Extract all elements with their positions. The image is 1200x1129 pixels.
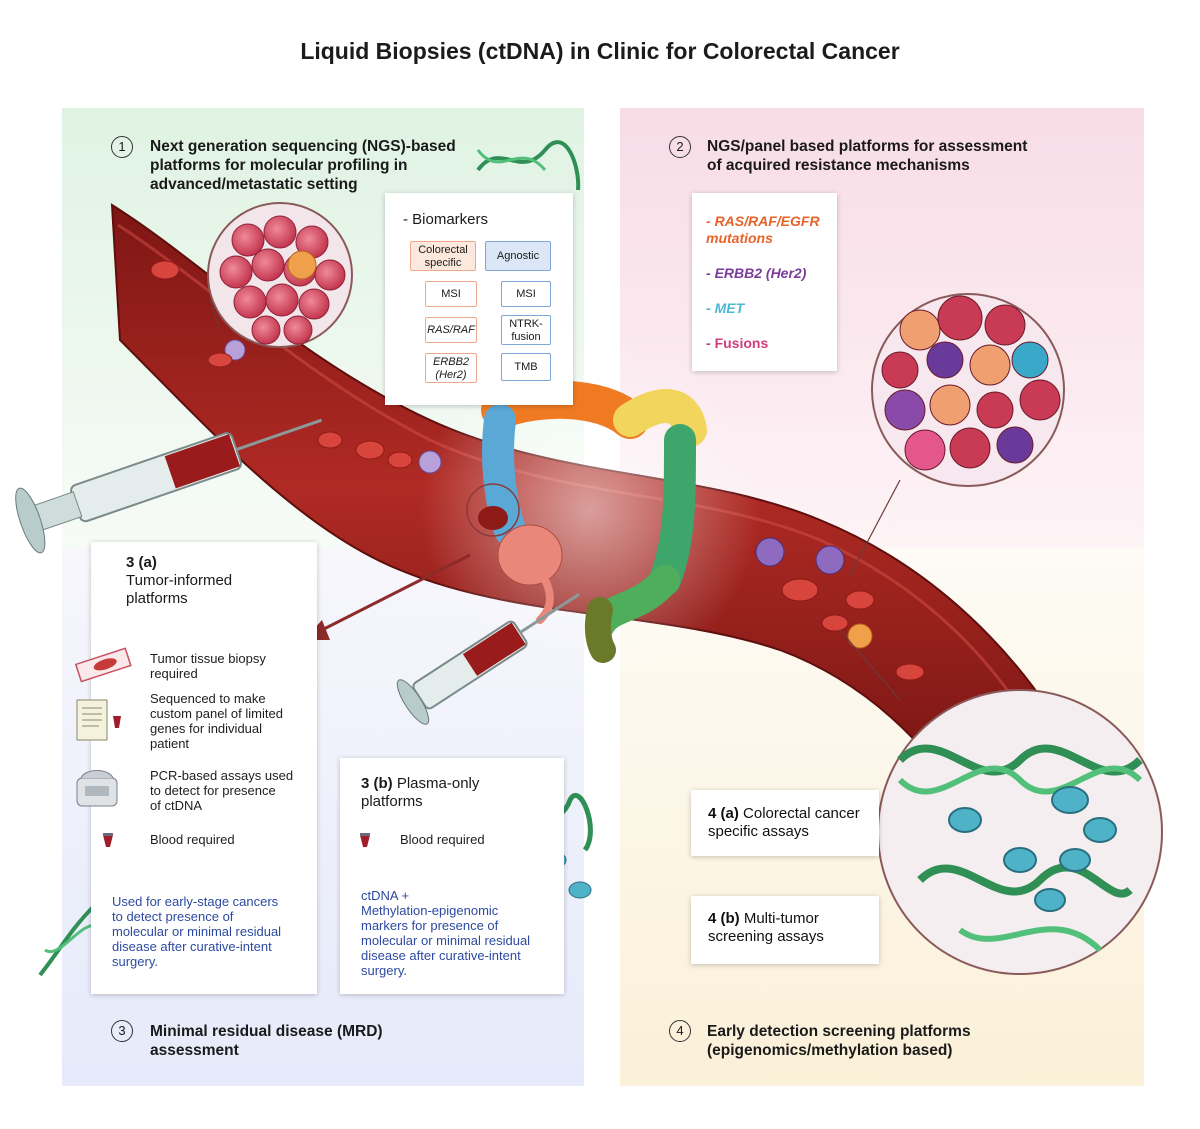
colorectal-ras-raf: RAS/RAF: [425, 317, 477, 343]
syringe-middle: [396, 592, 580, 725]
tumor-magnifier-right: [849, 293, 1065, 576]
assay-4a-text: 4 (a) Colorectal cancer specific assays: [708, 805, 860, 840]
agnostic-ntrk-fusion: NTRK-fusion: [501, 315, 551, 345]
agnostic-header: Agnostic: [485, 241, 551, 271]
agnostic-tmb: TMB: [501, 353, 551, 381]
plasma-blood-text: Blood required: [400, 832, 485, 847]
plasma-only-card: 3 (b) Plasma-only platforms Blood requir…: [340, 758, 564, 994]
panel-2-heading: NGS/panel based platforms for assessment…: [707, 138, 1028, 174]
syringe-left: [15, 418, 322, 554]
colorectal-erbb2: ERBB2(Her2): [425, 353, 477, 383]
resistance-item-ras-raf-egfr: - RAS/RAF/EGFR mutations: [706, 213, 820, 246]
pcr-machine-icon: [76, 770, 118, 807]
plasma-only-note: ctDNA +Methylation-epigenomic markers fo…: [361, 888, 531, 978]
panel-1-heading: Next generation sequencing (NGS)-based p…: [150, 138, 456, 193]
row-blood-text: Blood required: [150, 832, 235, 847]
assay-card-4a: 4 (a) Colorectal cancer specific assays: [691, 790, 879, 856]
resistance-item-met: - MET: [706, 300, 745, 316]
resistance-card: - RAS/RAF/EGFR mutations - ERBB2 (Her2) …: [692, 193, 837, 371]
panel-3-number: 3: [111, 1020, 133, 1042]
plasma-only-title: 3 (b) Plasma-only platforms: [361, 775, 480, 810]
panel-4-heading: Early detection screening platforms (epi…: [707, 1023, 971, 1059]
assay-4b-text: 4 (b) Multi-tumor screening assays: [708, 910, 824, 945]
panel-2-number: 2: [669, 136, 691, 158]
resistance-item-erbb2: - ERBB2 (Her2): [706, 265, 807, 281]
document-icon: [76, 699, 121, 741]
dna-helix-top: [476, 140, 581, 191]
tumor-informed-card: 3 (a) Tumor-informed platforms Tumor tis…: [74, 542, 317, 994]
blood-tube-icon: [103, 833, 113, 847]
assay-card-4b: 4 (b) Multi-tumor screening assays: [691, 896, 879, 964]
page-title: Liquid Biopsies (ctDNA) in Clinic for Co…: [300, 38, 900, 64]
tumor-magnifier-left: [207, 202, 353, 348]
colorectal-msi: MSI: [425, 281, 477, 307]
agnostic-msi: MSI: [501, 281, 551, 307]
panel-3-heading: Minimal residual disease (MRD) assessmen…: [150, 1023, 383, 1059]
colon: [466, 380, 707, 663]
panel-4-number: 4: [669, 1020, 691, 1042]
resistance-item-fusions: - Fusions: [706, 335, 769, 351]
tumor-informed-title: 3 (a) Tumor-informed platforms: [126, 554, 233, 607]
panel-1-number: 1: [111, 136, 133, 158]
blood-cells: [150, 260, 925, 681]
biopsy-slide-icon: [74, 647, 132, 683]
blood-tube-icon: [360, 833, 370, 847]
biomarkers-label: - Biomarkers: [403, 211, 489, 228]
